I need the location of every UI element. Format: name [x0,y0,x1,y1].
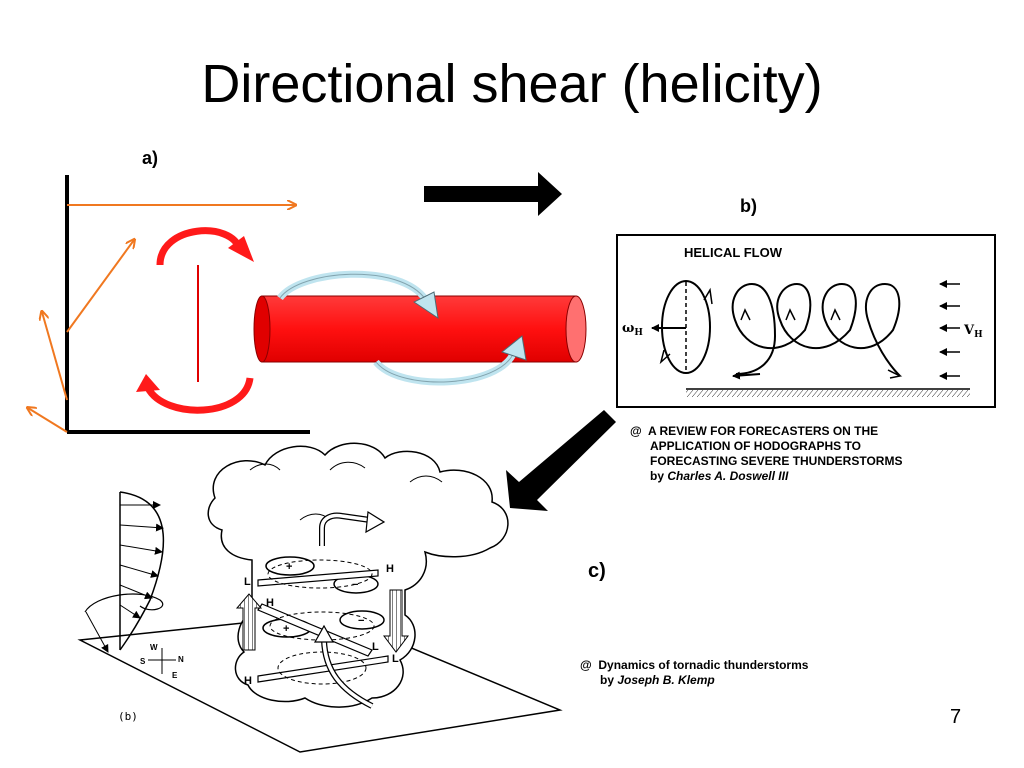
omega-label: ωH [622,321,643,338]
vortex-bar-upper [257,569,379,587]
profile-vector-4 [119,564,159,578]
label-L-2: L [372,641,379,653]
compass-e: E [172,671,178,680]
vortex-left-arrow-up [703,287,713,305]
cloud-bump-2 [329,461,366,471]
storm-sub-label: (b) [118,710,138,723]
helix-arrow-start [887,369,903,379]
rotation-arrowhead-top [228,236,254,262]
helix-arrow-loop3 [830,308,841,321]
citation-klemp-line1-row: @ Dynamics of tornadic thunderstorms [580,658,880,673]
dashed-circle-lower [277,651,367,685]
citation-doswell: @ A REVIEW FOR FORECASTERS ON THE APPLIC… [630,424,970,484]
rotation-arrow-top [156,227,244,266]
wind-vector-upper [66,240,134,333]
roll-arrowhead-upper [413,291,439,320]
citation-at-symbol: @ [630,424,642,438]
v-symbol: V [963,323,975,338]
helix-arrow-loop1 [740,308,751,321]
helix-loops [731,282,901,377]
base-hodograph [84,593,164,613]
outflow-arrow-fill [320,513,371,546]
updraft-arrow-left [235,593,263,651]
citation-klemp-byline: by Joseph B. Klemp [580,673,880,688]
disc-upper-left: + [265,556,315,576]
v-subscript: H [974,330,983,340]
big-arrow-down-left [506,410,616,511]
label-L-1: L [244,576,251,588]
citation-doswell-byline: by Charles A. Doswell III [630,469,970,484]
citation-klemp-author: Joseph B. Klemp [617,673,715,687]
outflow-arrowhead [365,510,386,534]
helical-flow-frame [616,234,996,408]
citation-klemp-at-symbol: @ [580,658,592,672]
panel-label-a: a) [142,148,159,168]
inflow-arrow-fill [322,639,373,708]
compass-s: S [140,657,146,666]
panel-label-c: c) [588,560,606,582]
panel-label-b: b) [740,196,757,216]
citation-doswell-line3: FORECASTING SEVERE THUNDERSTORMS [650,454,903,468]
cloud-bump-1 [249,463,281,471]
wind-profile-curve [119,491,165,651]
helix-arrow-loop2 [785,308,796,321]
page-number: 7 [950,706,962,728]
compass: W S N E [140,643,184,680]
citation-klemp-by: by [600,673,615,687]
label-H-1: H [386,563,394,575]
profile-vector-6 [119,604,141,619]
roll-arrow-upper-outline [279,273,427,301]
wind-vector-lower [42,312,68,401]
v-label: VH [963,323,983,340]
disc-upper-left-body [265,556,315,576]
citation-klemp: @ Dynamics of tornadic thunderstorms by … [580,658,880,688]
compass-w: W [150,643,158,652]
profile-vector-3 [119,544,163,555]
rotation-arrow-bottom [144,377,254,414]
rotation-arrowhead-bottom [136,374,160,392]
dashed-circle-upper [267,559,373,589]
label-L-3: L [392,653,399,665]
disc-upper-left-sign: + [286,561,292,573]
label-H-3: H [244,675,252,687]
citation-klemp-line1: Dynamics of tornadic thunderstorms [598,658,809,672]
cloud-bump-3 [409,475,443,483]
roll-arrow-lower-outline [375,351,515,383]
big-arrow-right [424,172,562,216]
helix-arrow-tail [732,371,761,380]
compass-n: N [178,655,184,664]
label-H-2: H [266,597,274,609]
ground-hatch [686,390,970,397]
citation-doswell-by: by [650,469,665,483]
disc-lower-right-body [339,610,385,630]
disc-lower-left-sign: + [283,623,289,635]
citation-doswell-author: Charles A. Doswell III [667,469,789,483]
roll-arrowhead-lower [500,335,527,361]
disc-upper-right-sign: − [352,579,358,591]
helical-flow-heading: HELICAL FLOW [684,245,783,260]
slide-title: Directional shear (helicity) [201,54,823,114]
vortex-tube-right-cap [565,295,587,363]
citation-doswell-line1: A REVIEW FOR FORECASTERS ON THE [647,424,879,438]
vortex-left-arrow-down [659,349,671,365]
base-hodograph-vector [85,611,109,653]
omega-subscript: H [634,328,643,338]
disc-lower-right-sign: − [358,615,364,627]
inflow-arrowhead [313,624,335,643]
wind-vector-bottom [28,408,68,433]
omega-symbol: ω [622,321,634,336]
downdraft-arrow-right [383,589,409,653]
profile-vector-5 [119,584,153,600]
disc-lower-right: − [339,610,385,630]
citation-doswell-line2: APPLICATION OF HODOGRAPHS TO [650,439,861,453]
citation-doswell-line1-row: @ A REVIEW FOR FORECASTERS ON THE [630,424,970,439]
profile-vector-2 [119,523,164,532]
vortex-tube-left-cap [253,295,271,363]
vortex-bar-lower [257,655,389,683]
